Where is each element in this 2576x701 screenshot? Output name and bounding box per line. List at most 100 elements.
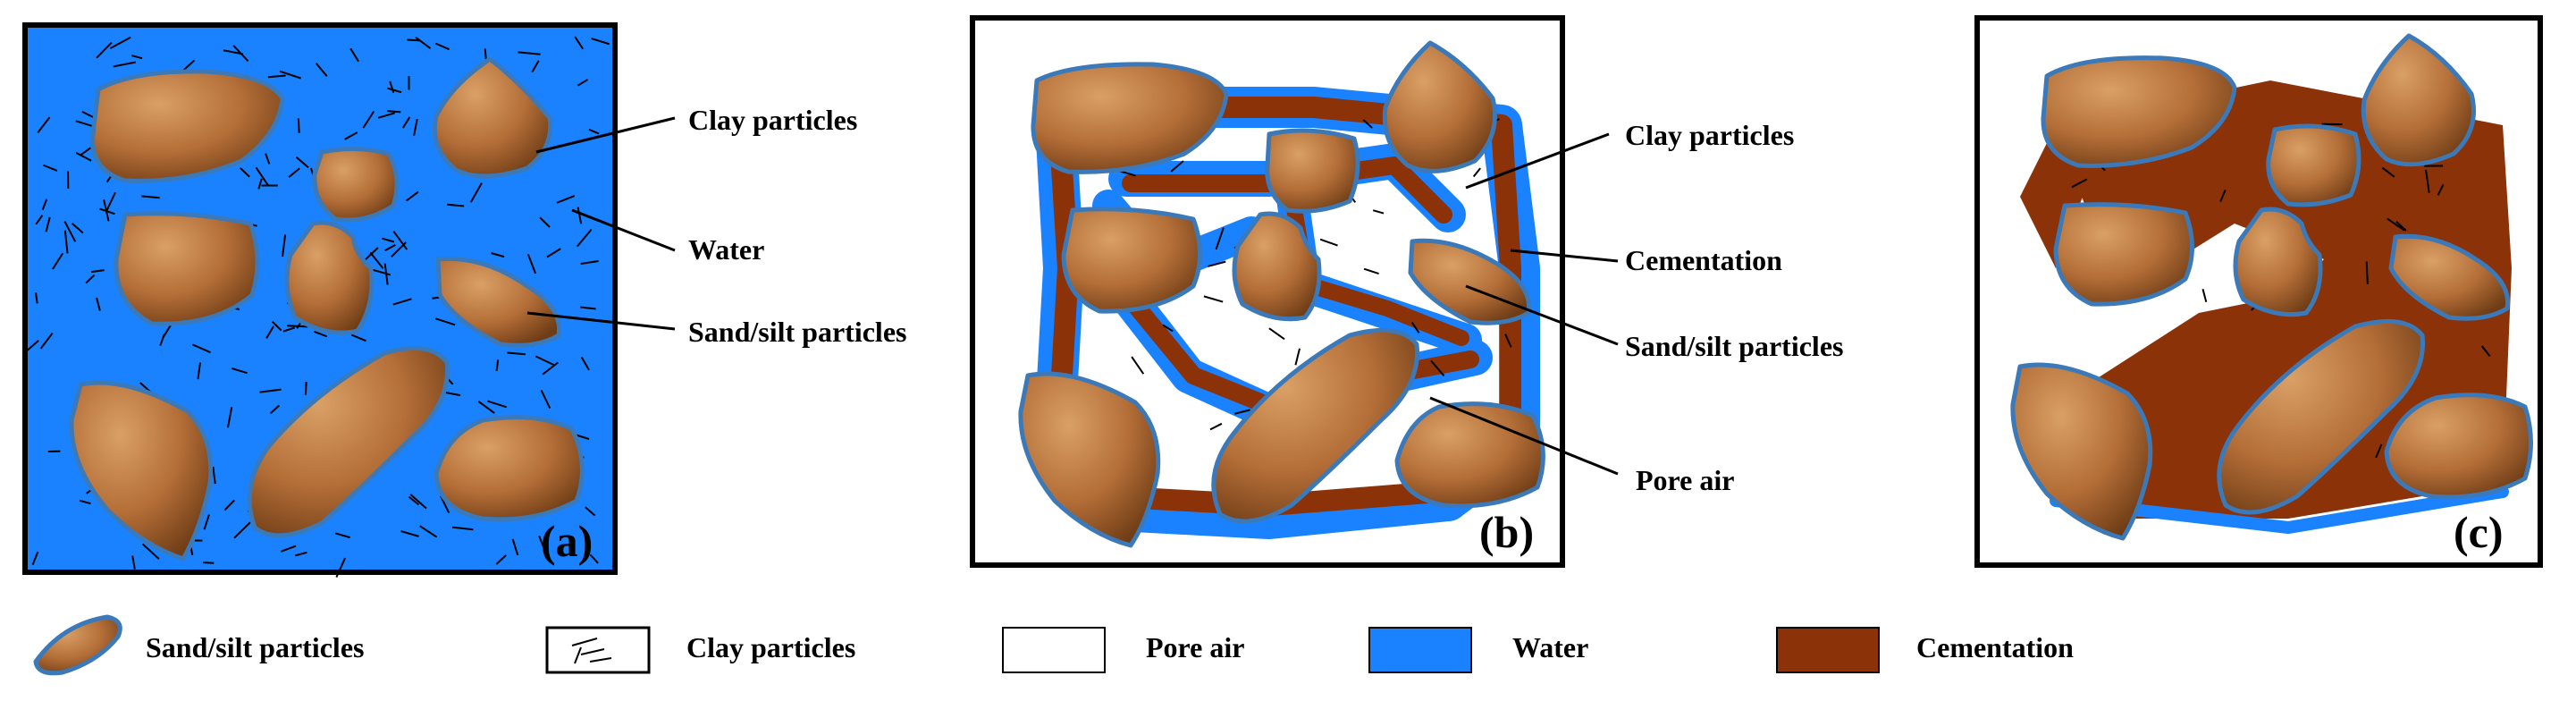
clay-mark [591, 38, 610, 46]
clay-mark [392, 298, 412, 306]
leader-line [1465, 284, 1619, 346]
clay-mark [63, 230, 69, 254]
clay-mark [257, 178, 263, 190]
sand-particle [1211, 327, 1419, 524]
clay-mark [1131, 356, 1145, 375]
clay-mark [574, 36, 585, 50]
clay-mark [85, 274, 96, 284]
clay-mark [1203, 295, 1224, 303]
clay-mark [35, 215, 44, 225]
legend-clay-lines [571, 638, 612, 664]
clay-mark [383, 263, 389, 285]
clay-mark [203, 514, 210, 530]
clay-mark [226, 407, 233, 428]
panel-b-letter: (b) [1479, 507, 1534, 557]
panel-c: (c) [1974, 15, 2543, 568]
clay-mark [580, 356, 590, 371]
clay-mark [377, 112, 395, 119]
sand-particle [1265, 128, 1360, 214]
clay-mark [212, 466, 216, 485]
clay-mark [1430, 359, 1445, 376]
clay-mark [538, 535, 549, 558]
clay-mark [546, 248, 561, 258]
clay-mark [477, 401, 495, 414]
clay-mark [2365, 261, 2369, 284]
clay-mark [408, 495, 420, 506]
clay-mark [382, 237, 395, 243]
clay-mark [415, 36, 432, 49]
clay-mark [1294, 348, 1301, 366]
clay-mark [495, 554, 507, 565]
clay-mark [197, 362, 202, 380]
sand-particle [2053, 202, 2194, 307]
leader-line [526, 311, 676, 331]
panel-a-leader-lines [526, 116, 676, 331]
sand-particle [1408, 238, 1532, 325]
clay-mark [113, 61, 137, 68]
clay-mark [405, 190, 419, 202]
clay-mark [267, 74, 286, 79]
legend-label-clay: Clay particles [686, 631, 855, 663]
sand-particle [114, 211, 260, 326]
legend-cementation-swatch [1776, 627, 1880, 673]
clay-mark [575, 434, 590, 440]
clay-mark [392, 231, 408, 250]
legend-item-water: Water [1368, 627, 1588, 673]
clay-mark [192, 343, 211, 354]
label-clay-particles: Clay particles [688, 104, 857, 136]
panel-b: (b) [970, 15, 1565, 568]
clay-mark [487, 400, 507, 409]
sand-particle [1394, 401, 1545, 509]
clay-mark [389, 80, 395, 94]
sand-particle [1232, 211, 1322, 322]
clay-mark [540, 390, 551, 410]
clay-mark [315, 63, 328, 77]
clay-mark [232, 45, 249, 62]
clay-mark [265, 325, 275, 339]
legend-label-water: Water [1512, 631, 1588, 663]
sand-particle [1018, 371, 1161, 548]
clay-line [574, 646, 582, 664]
clay-mark [96, 297, 101, 311]
clay-mark [39, 333, 54, 350]
sand-particle [2217, 318, 2425, 515]
clay-mark [131, 555, 136, 570]
legend-particle-swatch [33, 614, 122, 676]
leader-line [1510, 249, 1619, 263]
clay-mark [265, 153, 271, 165]
label-cementation-b: Cementation [1625, 244, 1782, 276]
legend-label-cementation: Cementation [1916, 631, 2074, 663]
sand-particle [435, 256, 562, 348]
clay-mark [400, 530, 419, 537]
leader-line [1465, 132, 1610, 190]
clay-mark [37, 116, 51, 134]
sand-particle [2233, 207, 2323, 317]
panel-a-letter: (a) [541, 516, 593, 566]
clay-mark [362, 111, 375, 129]
clay-mark [2201, 289, 2208, 303]
clay-mark [1319, 238, 1338, 247]
clay-mark [282, 234, 287, 258]
legend-item-sand-silt: Sand/silt particles [33, 614, 364, 676]
legend-water-swatch [1368, 627, 1472, 673]
panel-c-particles [2010, 33, 2533, 541]
leader-line [535, 116, 676, 154]
clay-mark [413, 119, 418, 136]
clay-mark [295, 551, 307, 557]
panel-b-leader-lines [1429, 132, 1619, 476]
clay-line [589, 657, 612, 663]
clay-mark [1410, 322, 1420, 334]
sand-particle [1031, 62, 1229, 174]
label-sand-silt-particles-b: Sand/silt particles [1625, 330, 1843, 362]
sand-particle [2041, 55, 2237, 168]
clay-mark [295, 156, 309, 169]
clay-mark [387, 87, 402, 94]
clay-mark [96, 41, 113, 59]
clay-mark [31, 551, 39, 565]
clay-mark [35, 292, 38, 304]
sand-particle [1061, 207, 1202, 314]
clay-mark [469, 182, 483, 203]
clay-mark [231, 367, 248, 375]
clay-mark [1472, 167, 1481, 178]
